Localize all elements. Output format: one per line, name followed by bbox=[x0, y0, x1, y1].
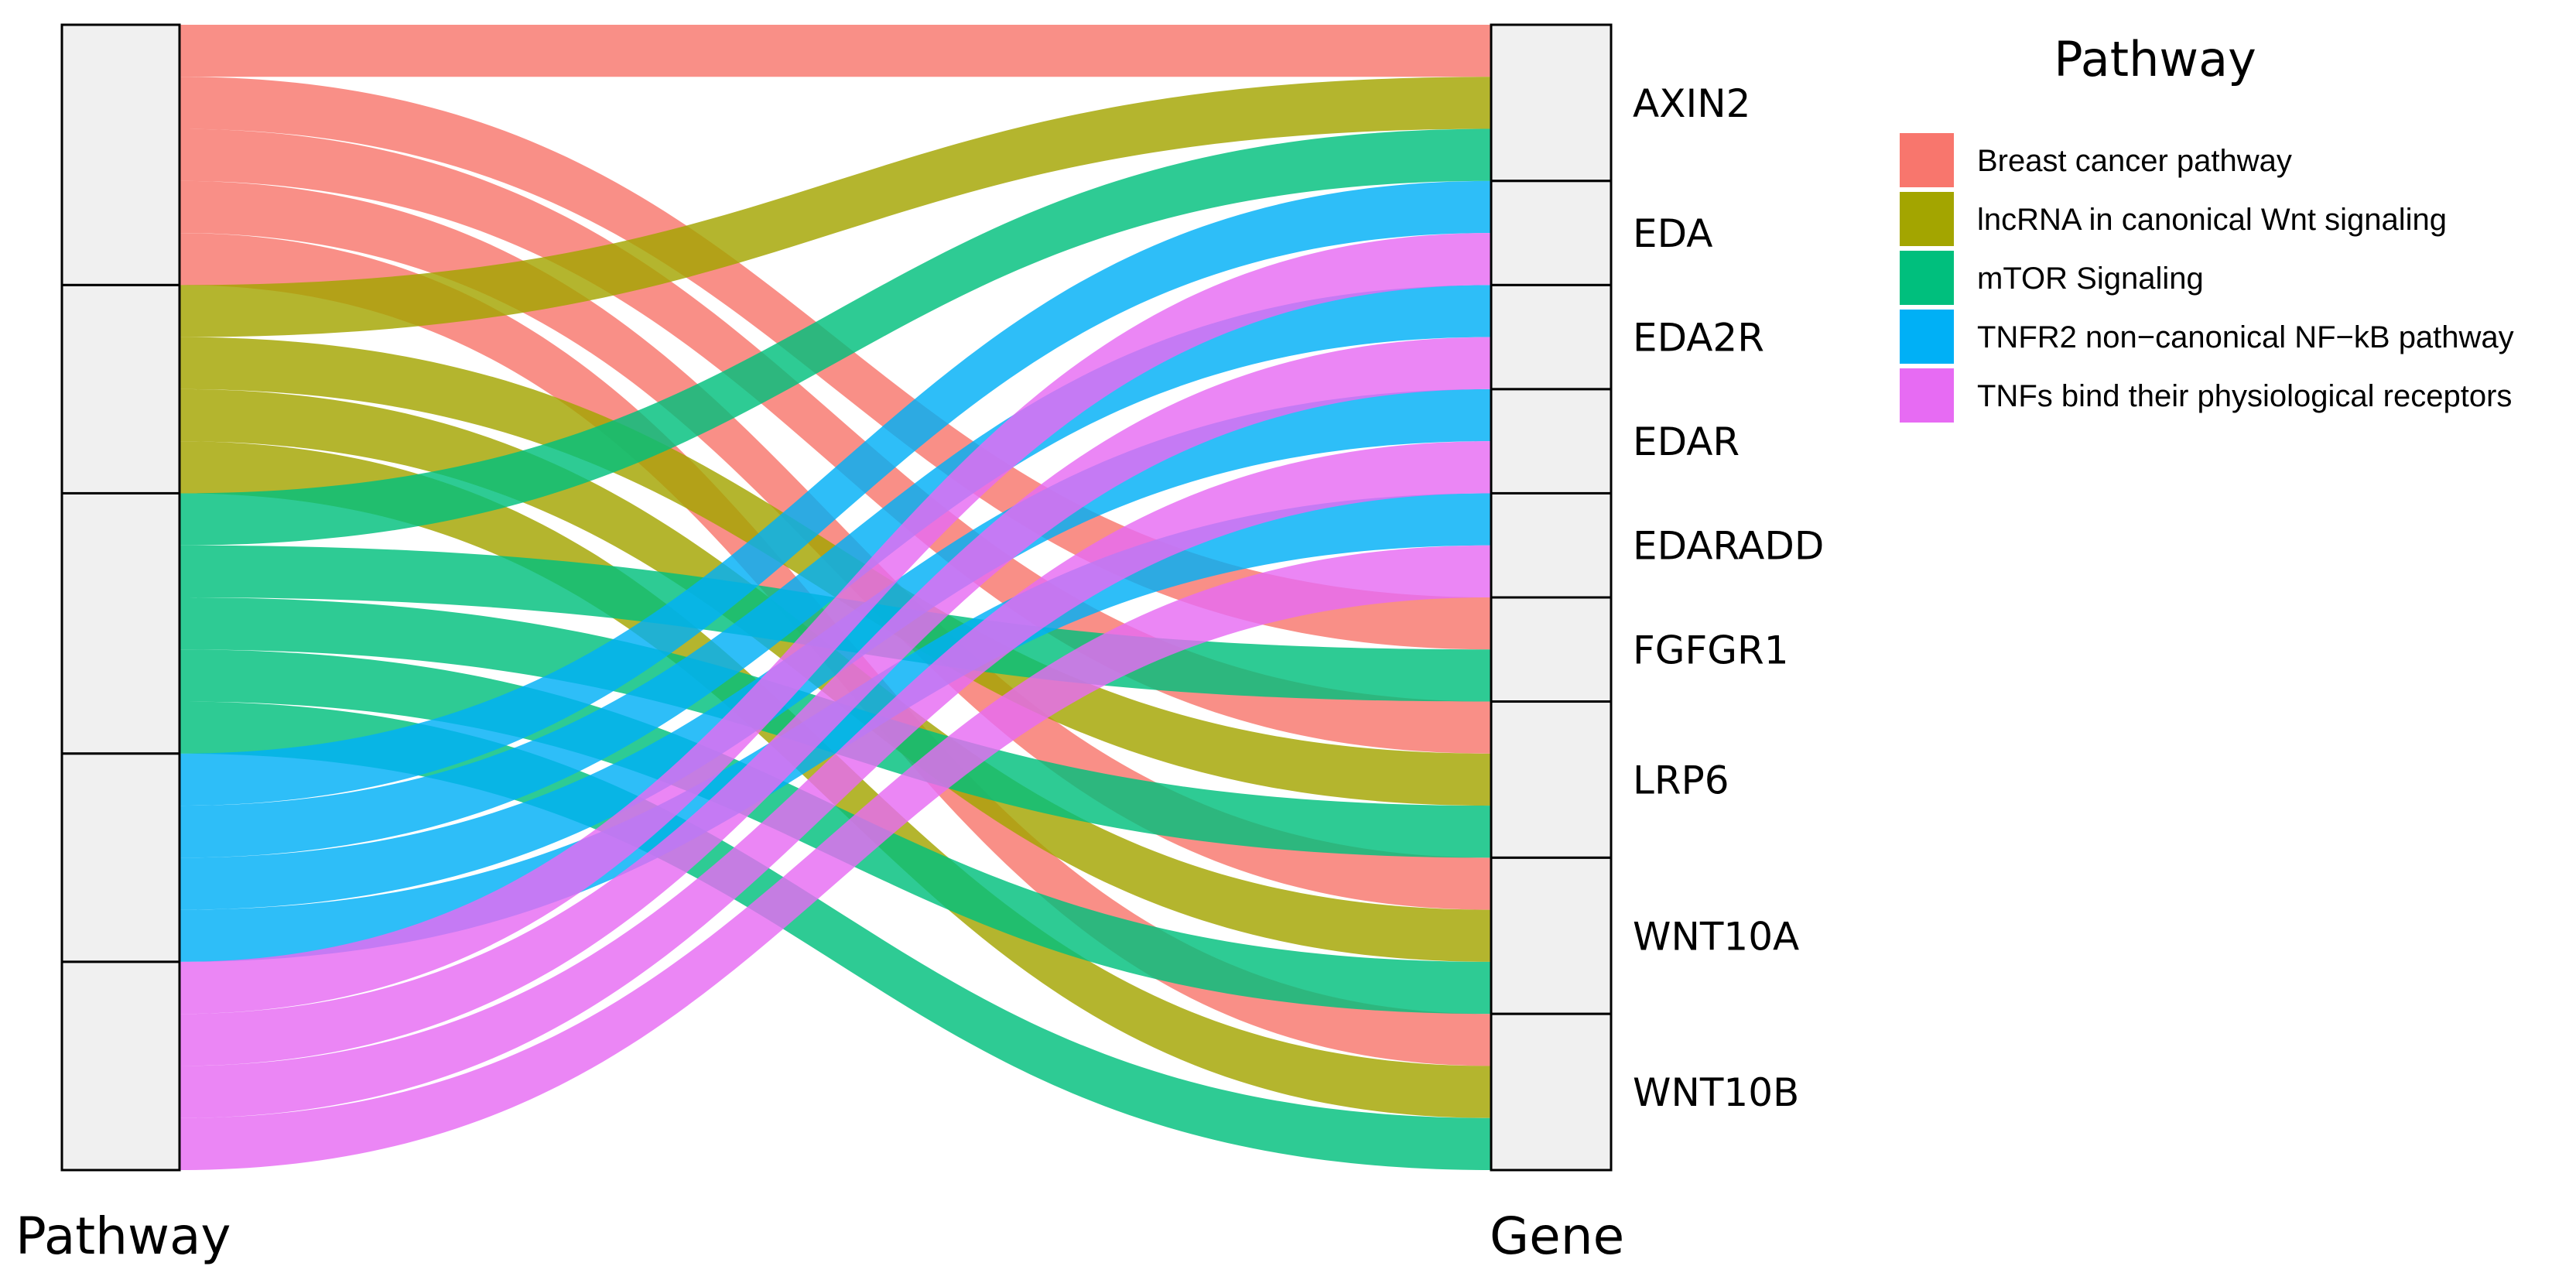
gene-label-axin2: AXIN2 bbox=[1633, 81, 1750, 126]
flow-mtor-signaling-to-axin2 bbox=[180, 128, 1491, 546]
legend-swatch bbox=[1900, 368, 1954, 423]
flow-tnfs-bind-their-physiological-receptors-to-edaradd bbox=[180, 545, 1491, 1170]
gene-stratum-edar bbox=[1490, 388, 1613, 494]
legend-swatch bbox=[1900, 251, 1954, 305]
gene-label-wnt10a: WNT10A bbox=[1633, 914, 1799, 959]
gene-stratum-lrp6 bbox=[1490, 700, 1613, 859]
gene-stratum-eda2r bbox=[1490, 283, 1613, 391]
pathway-stratum-tnfs-bind-their-physiological-receptors bbox=[60, 960, 181, 1172]
legend-label: mTOR Signaling bbox=[1977, 262, 2204, 296]
gene-label-eda2r: EDA2R bbox=[1633, 316, 1764, 361]
flow-lncrna-in-canonical-wnt-signaling-to-axin2 bbox=[180, 77, 1491, 337]
legend-item-lncrna-in-canonical-wnt-signaling: lncRNA in canonical Wnt signaling bbox=[1900, 192, 2447, 246]
legend-label: TNFs bind their physiological receptors bbox=[1977, 379, 2512, 413]
gene-label-fgfgr1: FGFGR1 bbox=[1633, 628, 1789, 672]
pathway-stratum-breast-cancer-pathway bbox=[60, 23, 181, 286]
flows-layer bbox=[180, 25, 1491, 1170]
gene-label-lrp6: LRP6 bbox=[1633, 758, 1729, 802]
legend-item-breast-cancer-pathway: Breast cancer pathway bbox=[1900, 133, 2292, 187]
flow-tnfr2-non-canonical-nf-kb-pathway-to-eda2r bbox=[180, 285, 1491, 858]
gene-stratum-fgfgr1 bbox=[1490, 596, 1613, 703]
gene-stratum-wnt10b bbox=[1490, 1012, 1613, 1172]
gene-label-edar: EDAR bbox=[1633, 419, 1740, 464]
legend-items: Breast cancer pathway lncRNA in canonical… bbox=[1900, 133, 2514, 423]
legend-swatch bbox=[1900, 192, 1954, 246]
gene-label-edaradd: EDARADD bbox=[1633, 524, 1824, 569]
legend: Pathway Breast cancer pathway lncRNA in c… bbox=[1900, 31, 2514, 423]
flow-tnfr2-non-canonical-nf-kb-pathway-to-eda bbox=[180, 180, 1491, 806]
gene-label-eda: EDA bbox=[1633, 211, 1712, 256]
flow-breast-cancer-pathway-to-lrp6 bbox=[180, 128, 1491, 754]
legend-swatch bbox=[1900, 133, 1954, 187]
flow-tnfs-bind-their-physiological-receptors-to-eda bbox=[180, 233, 1491, 1015]
legend-item-tnfr2-non-canonical-nf-kb-pathway: TNFR2 non−canonical NF−kB pathway bbox=[1900, 310, 2514, 364]
gene-stratum-axin2 bbox=[1490, 23, 1613, 183]
pathway-stratum-tnfr2-non-canonical-nf-kb-pathway bbox=[60, 752, 181, 963]
flow-tnfs-bind-their-physiological-receptors-to-edar bbox=[180, 441, 1491, 1118]
x-axis-label-pathway: Pathway bbox=[15, 1206, 231, 1266]
pathway-axis-bars bbox=[60, 23, 181, 1172]
flow-mtor-signaling-to-wnt10b bbox=[180, 701, 1491, 1170]
gene-label-wnt10b: WNT10B bbox=[1633, 1070, 1799, 1115]
x-axis-label-gene: Gene bbox=[1490, 1206, 1624, 1266]
gene-stratum-wnt10a bbox=[1490, 856, 1613, 1015]
legend-label: lncRNA in canonical Wnt signaling bbox=[1977, 203, 2447, 237]
gene-stratum-edaradd bbox=[1490, 491, 1613, 599]
legend-title: Pathway bbox=[2054, 31, 2256, 87]
pathway-stratum-lncrna-in-canonical-wnt-signaling bbox=[60, 283, 181, 494]
legend-label: Breast cancer pathway bbox=[1977, 144, 2292, 178]
flow-breast-cancer-pathway-to-axin2 bbox=[180, 25, 1491, 77]
legend-item-mtor-signaling: mTOR Signaling bbox=[1900, 251, 2204, 305]
legend-swatch bbox=[1900, 310, 1954, 364]
pathway-stratum-mtor-signaling bbox=[60, 491, 181, 755]
gene-axis-bars bbox=[1490, 23, 1613, 1172]
legend-item-tnfs-bind-their-physiological-receptors: TNFs bind their physiological receptors bbox=[1900, 368, 2512, 423]
gene-stratum-eda bbox=[1490, 180, 1613, 286]
flow-tnfs-bind-their-physiological-receptors-to-eda2r bbox=[180, 337, 1491, 1066]
legend-label: TNFR2 non−canonical NF−kB pathway bbox=[1977, 320, 2514, 354]
